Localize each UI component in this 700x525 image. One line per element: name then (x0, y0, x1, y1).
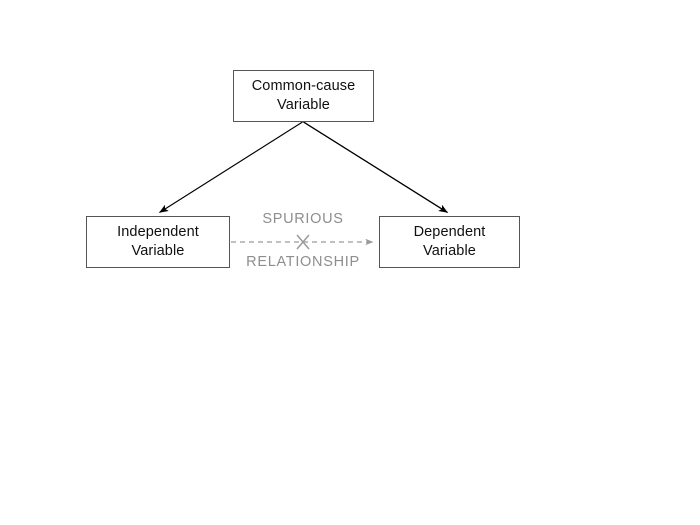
negation-x-icon (296, 234, 310, 250)
node-dependent-variable[interactable]: Dependent Variable (379, 216, 520, 268)
node-common-cause-variable-label: Common-cause Variable (251, 77, 356, 113)
node-dependent-variable-label: Dependent Variable (413, 223, 486, 259)
edge-caption-relationship: RELATIONSHIP (246, 254, 360, 270)
edge-common-cause-to-dependent-head (303, 121, 448, 213)
edge-caption-spurious: SPURIOUS (262, 211, 344, 227)
node-independent-variable-label: Independent Variable (117, 223, 199, 259)
edge-common-cause-to-independent (159, 121, 303, 213)
edge-common-cause-to-dependent (303, 121, 448, 213)
node-independent-variable[interactable]: Independent Variable (86, 216, 230, 268)
node-common-cause-variable[interactable]: Common-cause Variable (233, 70, 374, 122)
